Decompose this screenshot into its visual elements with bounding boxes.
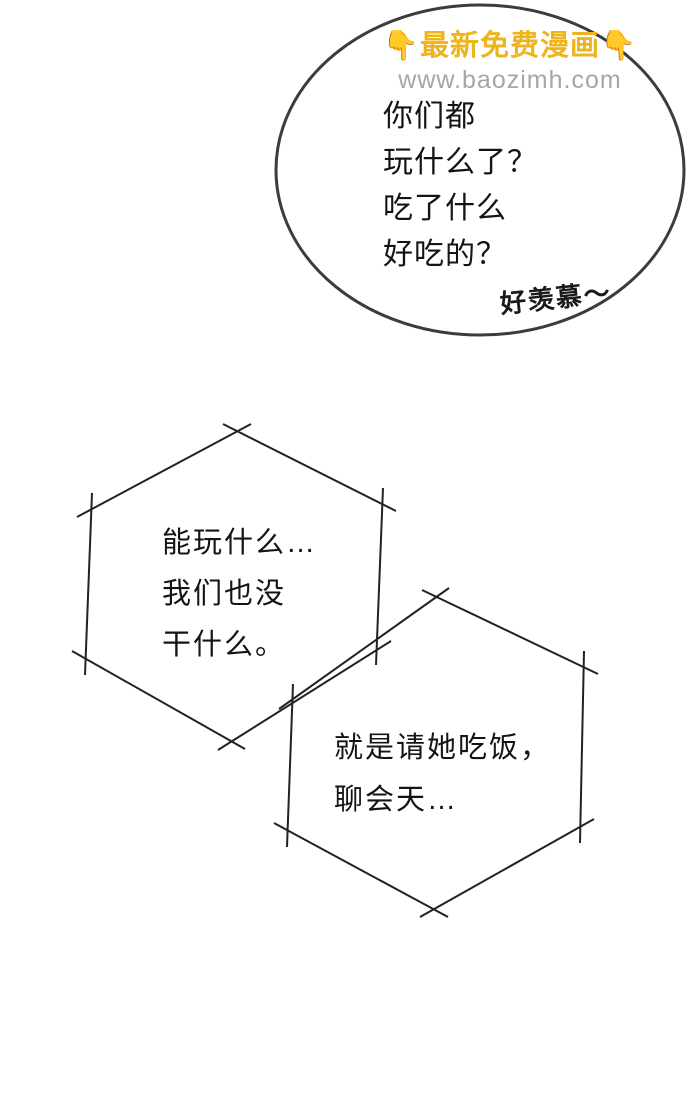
- speech-line: 好吃的？: [383, 238, 507, 271]
- speech-line: 玩什么了？: [383, 146, 538, 179]
- speech-line: 干什么。: [162, 629, 287, 661]
- speech-line: 我们也没: [162, 578, 287, 610]
- speech-line: 吃了什么: [383, 192, 507, 225]
- watermark-url: www.baozimh.com: [398, 66, 622, 95]
- speech-line: 能玩什么…: [162, 527, 318, 559]
- speech-bubble-hex2-outline: [273, 587, 599, 918]
- hex2-bubble-text: 就是请她吃饭， 聊会天…: [334, 722, 551, 826]
- speech-line: 就是请她吃饭，: [334, 732, 552, 764]
- speech-bubble-hex1-outline: [71, 423, 397, 751]
- watermark-banner: 👇最新免费漫画👇: [382, 30, 638, 62]
- speech-line: 你们都: [383, 100, 476, 133]
- hex1-bubble-text: 能玩什么… 我们也没 干什么。: [162, 518, 317, 671]
- speech-line: 聊会天…: [334, 784, 459, 816]
- circle-bubble-text: 你们都 玩什么了？ 吃了什么 好吃的？: [383, 94, 538, 278]
- speech-bubble-circle-outline: [274, 3, 686, 337]
- watermark: 👇最新免费漫画👇 www.baozimh.com: [350, 30, 670, 95]
